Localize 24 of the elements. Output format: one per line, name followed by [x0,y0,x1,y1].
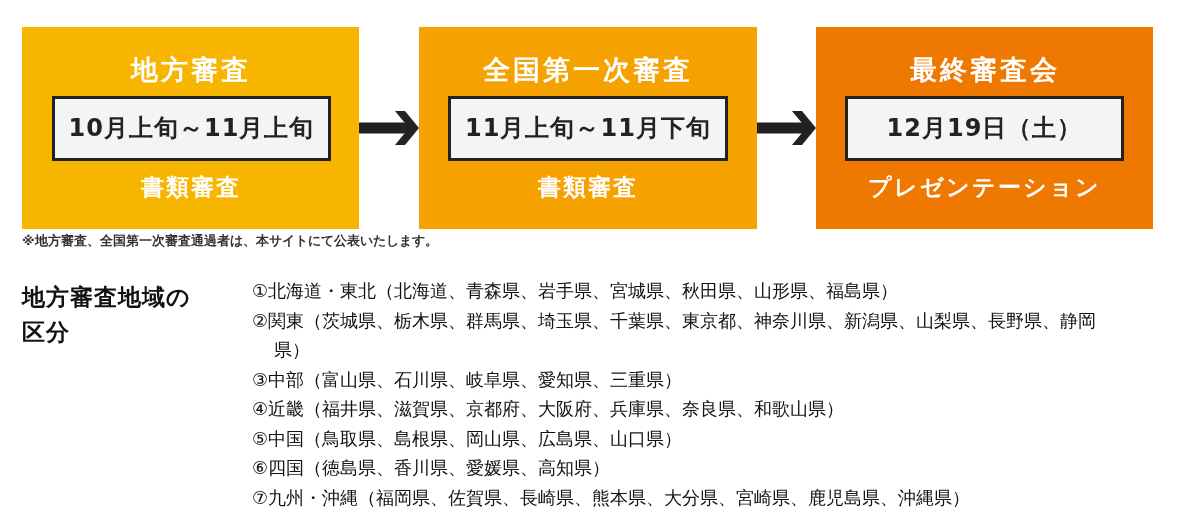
footnote-text: ※地方審査、全国第一次審査通過者は、本サイトにて公表いたします。 [22,233,438,249]
stage-box [22,27,359,229]
date-text: 11月上旬～11月下旬 [465,114,711,143]
region-list-item: ④近畿（福井県、滋賀県、京都府、大阪府、兵庫県、奈良県、和歌山県） [252,397,845,421]
stage-subtitle: 書類審査 [140,173,241,201]
region-list-item: ⑦九州・沖縄（福岡県、佐賀県、長崎県、熊本県、大分県、宮崎県、鹿児島県、沖縄県） [252,485,971,510]
region-list-item: ⑤中国（鳥取県、島根県、岡山県、広島県、山口県） [252,426,683,451]
stage-title: 全国第一次審査 [483,54,693,86]
stage-title: 地方審査 [130,54,251,86]
region-list-item: ①北海道・東北（北海道、青森県、岩手県、宮城県、秋田県、山形県、福島県） [252,279,899,303]
region-list-item: ②関東（茨城県、栃木県、群馬県、埼玉県、千葉県、東京都、神奈川県、新潟県、山梨県、長野県、静岡県） [252,308,1098,362]
stage-box [816,27,1153,229]
stage-subtitle: プレゼンテーション [868,173,1101,201]
stage-box [419,27,757,229]
region-list-item: ⑥四国（徳島県、香川県、愛媛県、高知県） [252,456,611,480]
date-box [52,96,331,161]
date-box [448,96,728,161]
date-text: 12月19日（土） [886,114,1083,143]
stage-title: 最終審査会 [909,54,1060,86]
section-heading: 地方審査地域の区分 [22,283,192,347]
region-list-item: ③中部（富山県、石川県、岐阜県、愛知県、三重県） [252,367,683,392]
date-box [845,96,1124,161]
date-text: 10月上旬～11月上旬 [68,114,315,143]
stage-subtitle: 書類審査 [538,173,638,201]
